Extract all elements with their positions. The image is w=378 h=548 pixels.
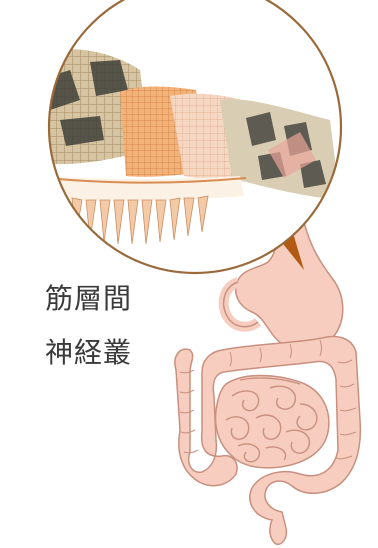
small-intestine bbox=[216, 376, 329, 468]
label-myenteric-line1: 筋層間 bbox=[45, 283, 132, 315]
label-myenteric-line2: 神経叢 bbox=[45, 337, 132, 369]
magnifier-lens bbox=[20, 0, 341, 273]
